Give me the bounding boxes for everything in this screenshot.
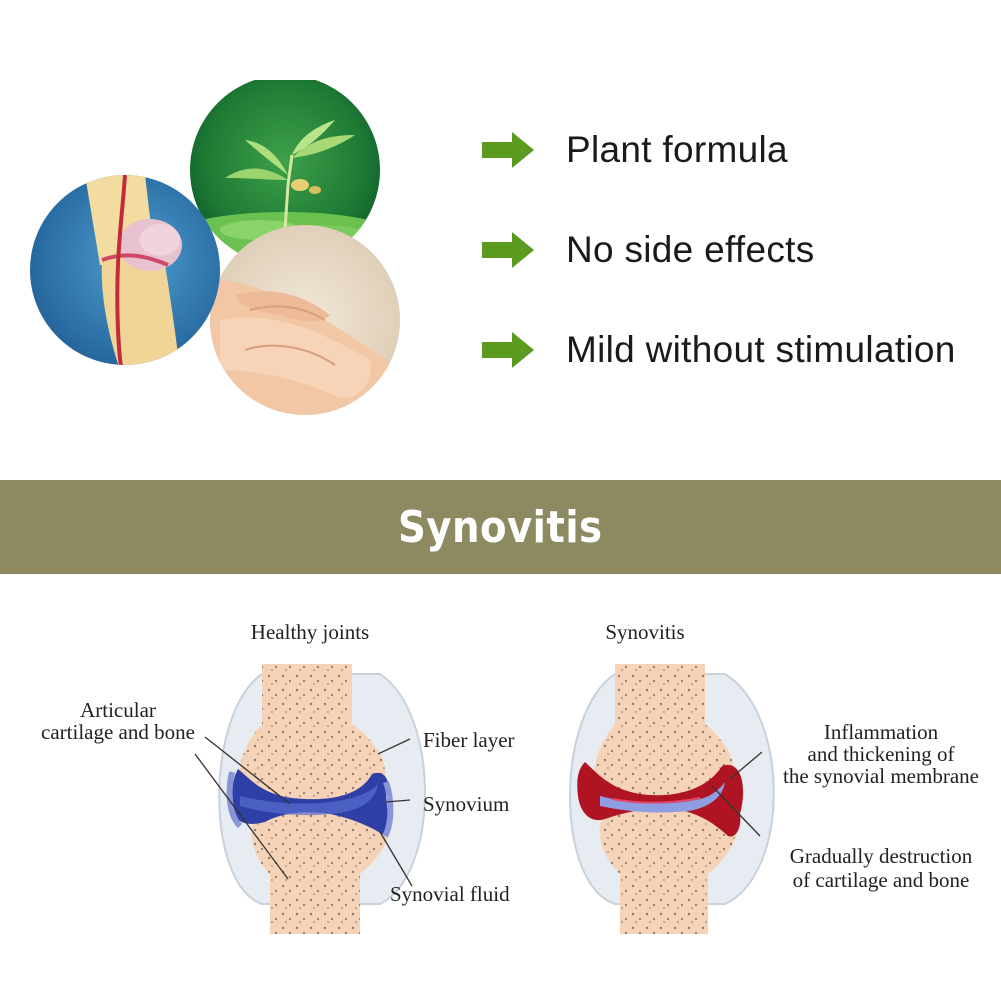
right-arrow-icon xyxy=(482,232,534,268)
product-image-collage xyxy=(30,80,400,415)
feature-item: No side effects xyxy=(480,200,1000,300)
inflammation-label-line3: the synovial membrane xyxy=(783,764,979,788)
section-banner: Synovitis xyxy=(0,480,1001,574)
inflammation-label-line2: and thickening of xyxy=(807,742,955,766)
inflammation-label-line1: Inflammation xyxy=(823,720,939,744)
feature-label: Mild without stimulation xyxy=(566,329,956,370)
feature-label: Plant formula xyxy=(566,129,788,170)
promo-section: Plant formula No side effects Mild witho… xyxy=(0,0,1001,480)
right-arrow-icon xyxy=(482,332,534,368)
feature-item: Mild without stimulation xyxy=(480,300,1000,400)
feature-list: Plant formula No side effects Mild witho… xyxy=(480,120,1000,420)
destruction-label-line2: of cartilage and bone xyxy=(792,868,970,892)
healthy-joint xyxy=(194,664,426,934)
synovitis-title: Synovitis xyxy=(605,620,685,644)
joint-illustrations xyxy=(194,664,775,934)
synovium-label: Synovium xyxy=(423,792,510,816)
joint-comparison-diagram: Healthy joints Articular cartilage and b… xyxy=(0,574,1001,1001)
synovitis-joint xyxy=(569,664,775,934)
cartilage-label-line1: Articular xyxy=(80,698,156,722)
cartilage-label-line2: cartilage and bone xyxy=(41,720,195,744)
banner-title: Synovitis xyxy=(398,501,603,553)
synovial-fluid-label: Synovial fluid xyxy=(390,882,510,906)
feature-label: No side effects xyxy=(566,229,815,270)
knee-xray-circle xyxy=(30,175,220,365)
feature-item: Plant formula xyxy=(480,100,1000,200)
massage-circle xyxy=(210,225,400,415)
right-arrow-icon xyxy=(482,132,534,168)
healthy-joints-title: Healthy joints xyxy=(250,620,370,644)
destruction-label-line1: Gradually destruction xyxy=(789,844,973,868)
fiber-layer-label: Fiber layer xyxy=(423,728,515,752)
